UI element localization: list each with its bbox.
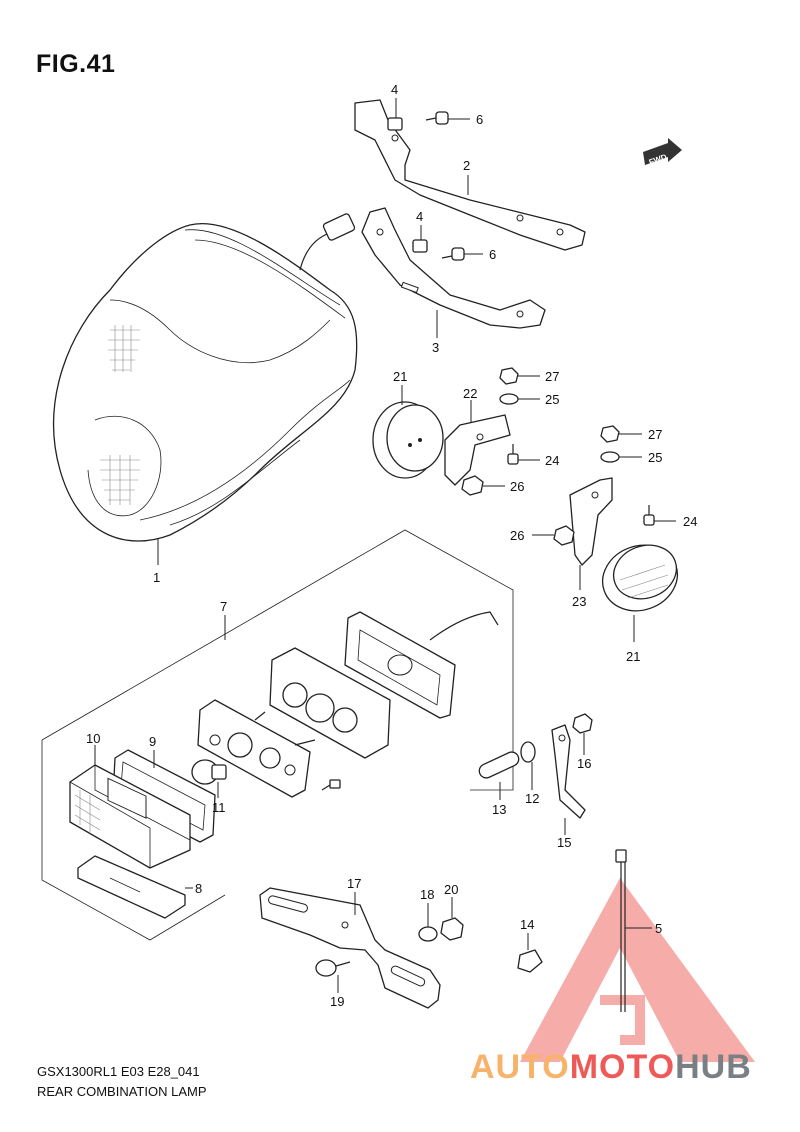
callout-6: 6 bbox=[476, 112, 483, 127]
part-19-screw bbox=[315, 959, 351, 993]
callout-26: 26 bbox=[510, 528, 524, 543]
callout-9: 9 bbox=[149, 734, 156, 749]
callout-23: 23 bbox=[572, 594, 586, 609]
callout-22: 22 bbox=[463, 386, 477, 401]
callout-11: 11 bbox=[212, 800, 226, 815]
part-3-bracket bbox=[361, 207, 546, 338]
part-5-cable-tie bbox=[615, 849, 652, 1012]
part-22-stay bbox=[444, 400, 511, 486]
figure-title: FIG.41 bbox=[36, 50, 116, 78]
watermark-logo-icon bbox=[520, 878, 755, 1062]
callout-27: 27 bbox=[648, 427, 662, 442]
part-11-bulb bbox=[191, 759, 227, 798]
callout-2: 2 bbox=[463, 158, 470, 173]
callout-3: 3 bbox=[432, 340, 439, 355]
forward-arrow-icon: FWD bbox=[643, 138, 682, 167]
part-27-nut-upper bbox=[499, 367, 540, 385]
figure-code: GSX1300RL1 E03 E28_041 bbox=[37, 1064, 200, 1079]
lamp-gasket bbox=[344, 611, 499, 719]
callout-1: 1 bbox=[153, 570, 160, 585]
callout-12: 12 bbox=[525, 791, 539, 806]
watermark-part-auto: AUTO bbox=[470, 1048, 570, 1086]
callout-14: 14 bbox=[520, 917, 534, 932]
callout-13: 13 bbox=[492, 802, 506, 817]
part-12-washer bbox=[520, 741, 536, 790]
part-21-reflector-lower bbox=[602, 544, 678, 642]
watermark-text: AUTOMOTOHUB bbox=[470, 1048, 752, 1087]
part-16-nut bbox=[572, 713, 593, 755]
callout-20: 20 bbox=[444, 882, 458, 897]
callout-24: 24 bbox=[545, 453, 559, 468]
callout-15: 15 bbox=[557, 835, 571, 850]
part-15-bracket bbox=[551, 724, 586, 835]
part-21-reflector-upper bbox=[372, 385, 444, 479]
part-25-washer-lower bbox=[600, 451, 642, 463]
part-24-screw-upper bbox=[507, 444, 540, 465]
callout-7: 7 bbox=[220, 599, 227, 614]
callout-4: 4 bbox=[391, 82, 398, 97]
part-4-bolt-lower bbox=[412, 225, 428, 253]
part-1-lamp-body bbox=[53, 213, 358, 565]
part-25-washer-upper bbox=[499, 393, 540, 405]
watermark-part-hub: HUB bbox=[675, 1048, 752, 1086]
callout-17: 17 bbox=[347, 876, 361, 891]
part-8-lens-plate bbox=[77, 855, 193, 919]
callout-25: 25 bbox=[545, 392, 559, 407]
part-2-bracket bbox=[354, 99, 586, 251]
callout-21: 21 bbox=[626, 649, 640, 664]
callout-4: 4 bbox=[416, 209, 423, 224]
callout-16: 16 bbox=[577, 756, 591, 771]
watermark-part-moto: MOTO bbox=[569, 1048, 676, 1086]
callout-labels: 1 2 3 4 4 5 6 6 7 8 9 10 11 12 13 14 15 … bbox=[86, 82, 697, 1009]
figure-description: REAR COMBINATION LAMP bbox=[37, 1084, 207, 1099]
part-7-assembly-frame bbox=[41, 529, 514, 941]
part-6-screw-lower bbox=[441, 247, 483, 261]
part-4-bolt-upper bbox=[387, 98, 403, 131]
callout-26: 26 bbox=[510, 479, 524, 494]
callout-19: 19 bbox=[330, 994, 344, 1009]
callout-10: 10 bbox=[86, 731, 100, 746]
part-18-washer bbox=[418, 903, 438, 942]
callout-18: 18 bbox=[420, 887, 434, 902]
callout-21: 21 bbox=[393, 369, 407, 384]
part-20-nut bbox=[440, 897, 464, 941]
callout-27: 27 bbox=[545, 369, 559, 384]
part-10-license-lamp-lens bbox=[69, 745, 191, 869]
part-27-nut-lower bbox=[600, 425, 642, 443]
callout-6: 6 bbox=[489, 247, 496, 262]
callout-24: 24 bbox=[683, 514, 697, 529]
part-6-screw-upper bbox=[425, 111, 470, 125]
callout-25: 25 bbox=[648, 450, 662, 465]
part-26-nut-lower bbox=[532, 525, 575, 546]
lamp-socket-plate bbox=[197, 699, 341, 798]
callout-8: 8 bbox=[195, 881, 202, 896]
part-17-license-bracket bbox=[259, 887, 441, 1009]
part-24-screw-lower bbox=[643, 505, 676, 526]
callout-5: 5 bbox=[655, 921, 662, 936]
part-14-cushion bbox=[517, 933, 543, 973]
part-26-nut-upper bbox=[461, 475, 505, 496]
lamp-lens-cover bbox=[269, 647, 391, 759]
part-23-stay bbox=[569, 477, 613, 590]
part-13-collar bbox=[478, 751, 520, 800]
